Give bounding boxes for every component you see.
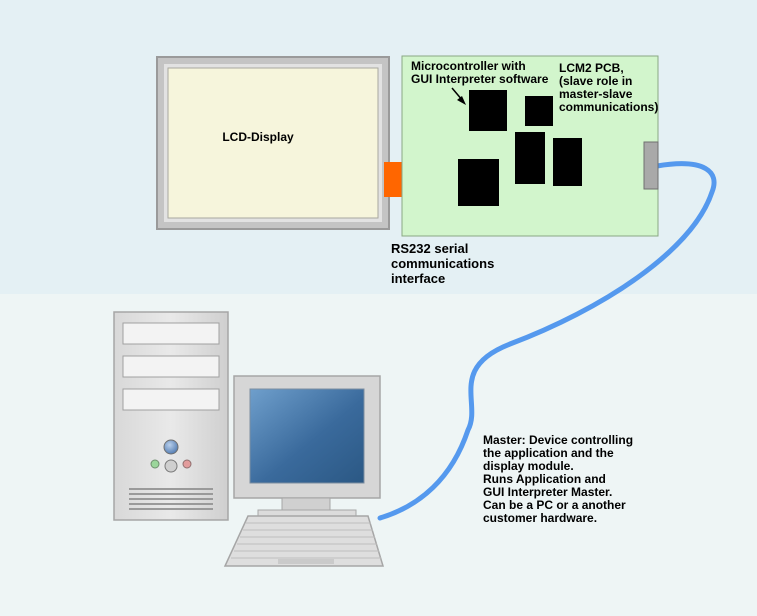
- master-line-7: customer hardware.: [483, 511, 597, 525]
- serial-cable: [377, 161, 717, 521]
- pc-monitor: [233, 375, 381, 519]
- master-description: Master: Device controlling the applicati…: [483, 433, 636, 525]
- lcd-screen: [167, 67, 379, 219]
- pcb-line-4: communications): [559, 100, 658, 114]
- reset-button-icon: [164, 459, 178, 473]
- drive-bay-2: [122, 355, 220, 378]
- pcb-line-1: LCM2 PCB,: [559, 61, 624, 75]
- master-line-1: Master: Device controlling: [483, 433, 633, 447]
- chip-center: [515, 132, 545, 184]
- keyboard-spacebar: [278, 559, 334, 564]
- keyboard: [223, 515, 385, 567]
- red-led-icon: [182, 459, 192, 469]
- master-line-6: Can be a PC or a another: [483, 498, 626, 512]
- green-led-icon: [150, 459, 160, 469]
- pc-tower: [113, 311, 229, 521]
- rs232-label: RS232 serial communications interface: [391, 241, 498, 286]
- master-line-4: Runs Application and: [483, 472, 606, 486]
- rs232-line-2: communications: [391, 256, 494, 271]
- microcontroller-chip: [469, 90, 507, 131]
- monitor-screen: [249, 388, 365, 484]
- lcd-label: LCD-Display: [222, 130, 294, 144]
- lcd-display: LCD-Display: [156, 56, 390, 230]
- rs232-line-1: RS232 serial: [391, 241, 468, 256]
- lcm2-pcb: [401, 55, 659, 237]
- master-line-3: display module.: [483, 459, 574, 473]
- rs232-line-3: interface: [391, 271, 445, 286]
- chip-right: [553, 138, 582, 186]
- chip-small: [525, 96, 553, 126]
- master-line-5: GUI Interpreter Master.: [483, 485, 612, 499]
- microcontroller-label: Microcontroller with GUI Interpreter sof…: [411, 59, 549, 86]
- drive-bay-1: [122, 322, 220, 345]
- pcb-label: LCM2 PCB, (slave role in master-slave co…: [559, 61, 658, 114]
- chip-large: [458, 159, 499, 206]
- power-button-icon: [163, 439, 179, 455]
- tower-vent: [129, 488, 213, 510]
- pcb-line-3: master-slave: [559, 87, 633, 101]
- drive-bay-3: [122, 388, 220, 411]
- pcb-port: [643, 141, 659, 190]
- pcb-line-2: (slave role in: [559, 74, 632, 88]
- micro-line-1: Microcontroller with: [411, 59, 526, 73]
- micro-line-2: GUI Interpreter software: [411, 72, 549, 86]
- master-line-2: the application and the: [483, 446, 614, 460]
- pointer-arrowhead: [457, 96, 466, 105]
